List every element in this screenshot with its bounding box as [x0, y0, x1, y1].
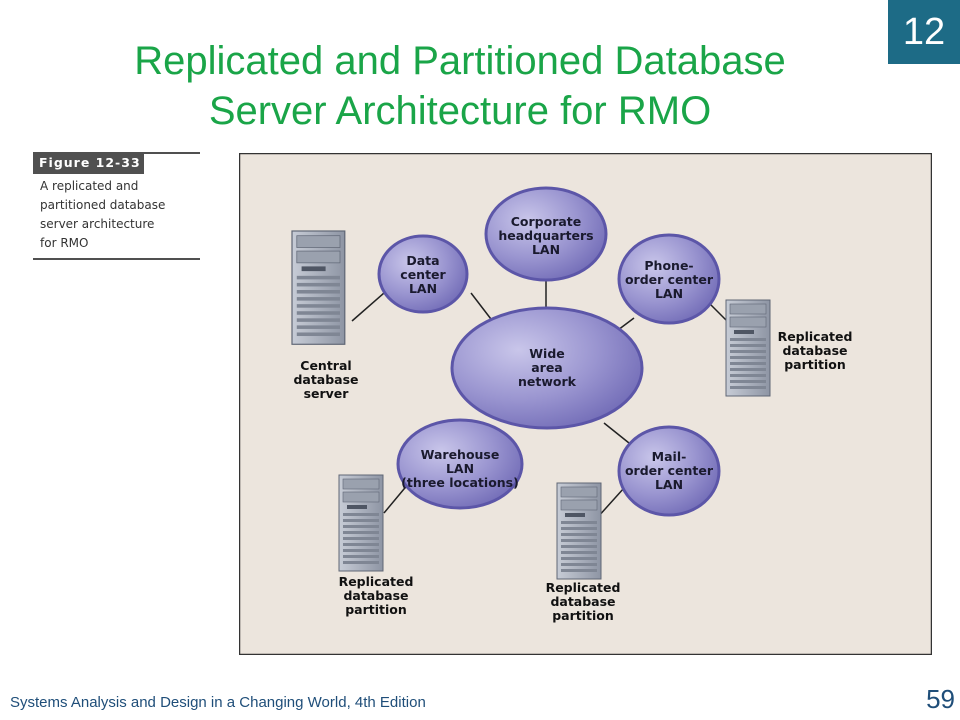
node-corp-label: Corporate — [511, 214, 582, 229]
server-warehouse-replica-label: partition — [345, 602, 407, 617]
server-phone-replica-label: partition — [784, 357, 846, 372]
connector-warehouse-replica — [383, 482, 410, 514]
server-central-label: server — [304, 386, 350, 401]
server-icon — [725, 299, 771, 397]
node-datacenter-label: center — [400, 267, 446, 282]
node-phone-shape — [617, 233, 721, 325]
node-warehouse-label: Warehouse — [421, 447, 500, 462]
figure-rule-bottom — [33, 258, 200, 260]
server-phone-replica: Replicated database partition — [725, 299, 853, 397]
figure-rule-top — [144, 152, 200, 154]
node-datacenter-label: Data — [406, 253, 439, 268]
node-phone: Phone- order center LAN — [617, 233, 721, 325]
node-warehouse-label: LAN — [446, 461, 474, 476]
node-wan: Wide area network — [450, 306, 644, 430]
node-corp: Corporate headquarters LAN — [484, 186, 608, 282]
slide-title-line-1: Replicated and Partitioned Database — [134, 39, 786, 83]
figure-tag: Figure 12-33 — [33, 152, 144, 174]
figure-caption: A replicated and partitioned database se… — [40, 177, 200, 253]
node-wan-label: area — [531, 360, 563, 375]
server-phone-replica-label: Replicated — [778, 329, 853, 344]
node-corp-label: LAN — [532, 242, 560, 257]
server-central-label: database — [293, 372, 358, 387]
node-mail-label: LAN — [655, 477, 683, 492]
server-central: Central database server — [291, 230, 359, 401]
node-warehouse-label: (three locations) — [401, 475, 519, 490]
slide-title: Replicated and Partitioned Database Serv… — [60, 36, 860, 136]
node-wan-label: Wide — [529, 346, 565, 361]
node-phone-label: Phone- — [644, 258, 693, 273]
connector-mail-replica — [596, 487, 625, 519]
connector-wan-mail — [603, 422, 630, 444]
server-icon — [556, 482, 602, 580]
server-mail-replica-label: Replicated — [546, 580, 621, 595]
node-wan-label: network — [518, 374, 577, 389]
node-mail-label: order center — [625, 463, 714, 478]
node-datacenter: Data center LAN — [377, 234, 469, 314]
node-datacenter-label: LAN — [409, 281, 437, 296]
node-mail-label: Mail- — [652, 449, 687, 464]
node-phone-label: order center — [625, 272, 714, 287]
page-number: 59 — [926, 684, 955, 714]
figure-caption-line: server architecture — [40, 217, 155, 231]
footer-text: Systems Analysis and Design in a Changin… — [10, 694, 426, 711]
node-datacenter-shape — [377, 234, 469, 314]
node-mail-shape — [617, 425, 721, 517]
server-warehouse-replica-label: Replicated — [339, 574, 414, 589]
server-mail-replica-label: database — [550, 594, 615, 609]
server-phone-replica-label: database — [782, 343, 847, 358]
server-warehouse-replica: Replicated database partition — [338, 474, 414, 617]
server-icon — [338, 474, 384, 572]
connector-wan-datacenter — [470, 292, 495, 324]
node-corp-label: headquarters — [498, 228, 593, 243]
node-warehouse: Warehouse LAN (three locations) — [396, 418, 524, 510]
slide-title-line-2: Server Architecture for RMO — [208, 89, 712, 133]
node-phone-label: LAN — [655, 286, 683, 301]
node-mail: Mail- order center LAN — [617, 425, 721, 517]
server-central-label: Central — [300, 358, 351, 373]
server-mail-replica-label: partition — [552, 608, 614, 623]
chapter-badge: 12 — [888, 0, 960, 64]
figure-caption-line: partitioned database — [40, 198, 166, 212]
connector-datacenter-central — [351, 292, 385, 322]
server-icon — [291, 230, 346, 345]
node-wan-shape — [450, 306, 644, 430]
node-corp-shape — [484, 186, 608, 282]
figure-caption-line: A replicated and — [40, 179, 139, 193]
node-warehouse-shape — [396, 418, 524, 510]
server-warehouse-replica-label: database — [343, 588, 408, 603]
network-diagram: Wide area network Corporate headquarters… — [239, 153, 932, 655]
figure-caption-line: for RMO — [40, 236, 89, 250]
server-mail-replica: Replicated database partition — [546, 482, 621, 623]
chapter-number: 12 — [902, 10, 946, 53]
